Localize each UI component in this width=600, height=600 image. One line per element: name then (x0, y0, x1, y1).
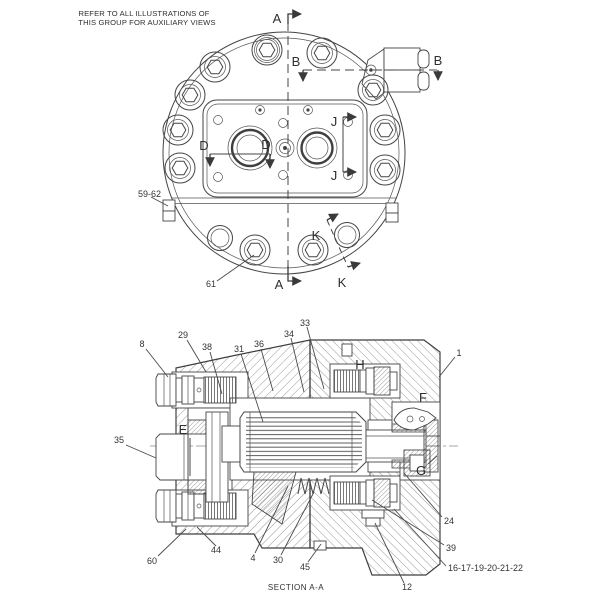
bearing-lower (187, 479, 207, 495)
callout-8: 8 (139, 339, 144, 349)
callout-45: 45 (300, 562, 310, 572)
section-marker-k-bottom: K (338, 275, 347, 290)
pilot-block-assembly (155, 411, 229, 503)
section-marker-h: H (355, 357, 364, 372)
section-letters: E H F G (179, 357, 427, 478)
left-tab-lower (162, 210, 176, 222)
section-line-k: K K (312, 213, 361, 290)
callout-39: 39 (446, 543, 456, 553)
relief-valve-top (333, 366, 398, 396)
callout-33: 33 (300, 318, 310, 328)
callout-31: 31 (234, 344, 244, 354)
top-view: REFER TO ALL ILLUSTRATIONS OF THIS GROUP… (78, 9, 443, 292)
spline-shaft (221, 411, 439, 473)
right-tab-lower (385, 212, 399, 223)
callout-36: 36 (254, 339, 264, 349)
section-marker-e: E (179, 422, 188, 437)
relief-valve-bottom (333, 478, 398, 508)
callout-60: 60 (147, 556, 157, 566)
motor-head-outline (162, 31, 406, 275)
pilot-block (155, 433, 189, 481)
section-marker-d-right: D (261, 137, 270, 152)
right-tab (385, 202, 399, 214)
callout-61: 61 (206, 279, 216, 289)
section-marker-d-left: D (199, 138, 208, 153)
section-marker-b-right: B (434, 53, 443, 68)
section-line-a: A A (273, 9, 302, 292)
top-stud (341, 343, 353, 357)
callout-1: 1 (456, 348, 461, 358)
section-callouts: 8 29 38 31 36 34 33 1 35 24 39 16-17-19-… (114, 318, 523, 592)
section-marker-k-top: K (312, 228, 321, 243)
section-marker-a-bottom: A (275, 277, 284, 292)
valve-plate (202, 99, 368, 198)
center-port (275, 138, 295, 158)
callout-12: 12 (402, 582, 412, 592)
bolt-ring (162, 34, 401, 266)
section-line-d: D D (199, 137, 275, 169)
top-view-callouts: 59-62 61 (138, 189, 255, 289)
section-line-j: J J (331, 112, 357, 183)
section-caption: SECTION A-A (268, 583, 324, 592)
main-port-left (227, 125, 273, 171)
port-block (361, 47, 430, 100)
section-line-b: B B (292, 53, 443, 82)
callout-4: 4 (250, 553, 255, 563)
main-port-right (296, 127, 338, 169)
callout-35: 35 (114, 435, 124, 445)
section-marker-g: G (416, 463, 426, 478)
drawing-note-line1: REFER TO ALL ILLUSTRATIONS OF (78, 9, 209, 18)
side-plug (403, 449, 431, 477)
section-marker-b-left: B (292, 54, 301, 69)
callout-24: 24 (444, 516, 454, 526)
callout-29: 29 (178, 330, 188, 340)
section-marker-f: F (419, 390, 427, 405)
section-marker-j-bottom: J (331, 168, 338, 183)
callout-30: 30 (273, 555, 283, 565)
callout-34: 34 (284, 329, 294, 339)
callout-44: 44 (211, 545, 221, 555)
callout-59-62: 59-62 (138, 189, 161, 199)
plug-fitting-top (155, 373, 237, 407)
bearing-upper (187, 419, 207, 435)
check-valve (393, 407, 437, 431)
callout-16-17-19-20-21-22: 16-17-19-20-21-22 (448, 563, 523, 573)
section-marker-a-top: A (273, 11, 282, 26)
left-tab (162, 199, 176, 212)
callout-38: 38 (202, 342, 212, 352)
section-leaders (125, 326, 456, 584)
drawing-note-line2: THIS GROUP FOR AUXILIARY VIEWS (78, 18, 215, 27)
section-marker-j-top: J (331, 114, 338, 129)
bevel-gear (251, 471, 297, 525)
retainer-parts (361, 509, 385, 527)
section-view: 8 29 38 31 36 34 33 1 35 24 39 16-17-19-… (114, 318, 523, 592)
